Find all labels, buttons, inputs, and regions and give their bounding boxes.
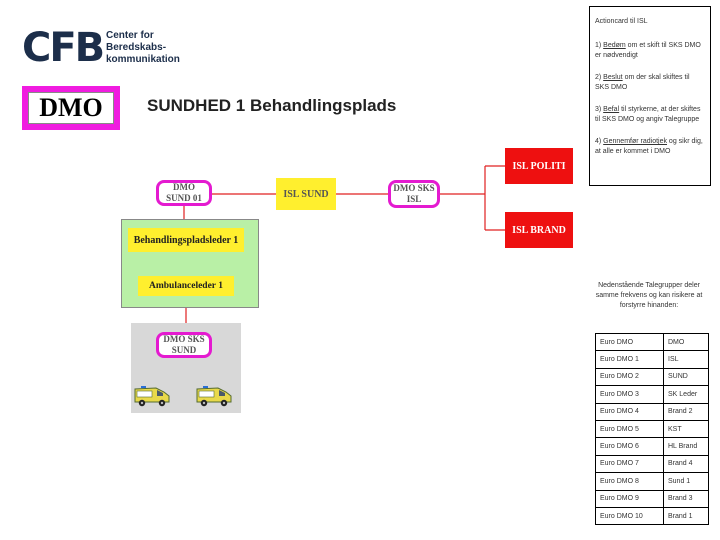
talegruppe-note: Nedenstående Talegrupper deler samme fre…	[595, 282, 703, 309]
table-cell-group: Euro DMO 2	[595, 367, 664, 387]
table-cell-group: Euro DMO 7	[595, 454, 664, 474]
table-cell-user: SUND	[663, 367, 709, 387]
node-isl-sund: ISL SUND	[276, 178, 336, 210]
table-cell-group: Euro DMO 4	[595, 402, 664, 421]
table-cell-user: Brand 2	[663, 402, 709, 421]
logo-text: Center for Beredskabs- kommunikation	[106, 30, 180, 66]
dmo-badge-label: DMO	[28, 92, 114, 124]
ambulance-icon	[194, 380, 234, 410]
table-cell-group: Euro DMO 1	[595, 350, 664, 369]
table-cell-group: Euro DMO 6	[595, 437, 664, 456]
logo-line-3: kommunikation	[106, 54, 180, 65]
table-cell-group: Euro DMO 9	[595, 489, 664, 508]
action-card-title: Actioncard til ISL	[595, 18, 648, 25]
logo-mark: CFB	[22, 25, 105, 71]
table-cell-group: Euro DMO 3	[595, 385, 664, 404]
table-cell-group: Euro DMO 10	[595, 506, 664, 526]
action-card: Actioncard til ISL 1) Bedøm om et skift …	[589, 6, 711, 186]
table-cell-user: HL Brand	[663, 437, 709, 456]
table-cell-user: SK Leder	[663, 385, 709, 404]
table-cell-user: Brand 4	[663, 454, 709, 474]
table-cell-user: Sund 1	[663, 472, 709, 491]
logo-line-2: Beredskabs-	[106, 42, 167, 53]
action-step-4: 4) Gennemfør radiotjek og sikr dig, at a…	[595, 138, 703, 155]
table-cell-user: Brand 3	[663, 489, 709, 508]
action-step-1: 1) Bedøm om et skift til SKS DMO er nødv…	[595, 42, 701, 59]
dmo-badge: DMO	[22, 86, 120, 130]
ambulance-icon	[132, 380, 172, 410]
table-cell-group: Euro DMO	[595, 332, 664, 352]
table-cell-user: ISL	[663, 350, 709, 369]
node-isl-brand: ISL BRAND	[505, 212, 573, 248]
cfb-logo: CFB Center for Beredskabs- kommunikation	[22, 28, 192, 70]
table-cell-user: Brand 1	[663, 506, 709, 526]
node-behandlingspladsleder: Behandlingspladsleder 1	[128, 228, 244, 252]
action-step-3: 3) Befal til styrkerne, at der skiftes t…	[595, 106, 701, 123]
table-cell-group: Euro DMO 5	[595, 419, 664, 439]
node-isl-politi: ISL POLITI	[505, 148, 573, 184]
page-title: SUNDHED 1 Behandlingsplads	[147, 96, 397, 115]
node-ambulanceleder: Ambulanceleder 1	[138, 276, 234, 296]
action-step-2: 2) Beslut om der skal skiftes til SKS DM…	[595, 74, 690, 91]
table-cell-user: KST	[663, 419, 709, 439]
table-cell-group: Euro DMO 8	[595, 472, 664, 491]
table-cell-user: DMO	[663, 332, 709, 352]
logo-line-1: Center for	[106, 30, 154, 41]
